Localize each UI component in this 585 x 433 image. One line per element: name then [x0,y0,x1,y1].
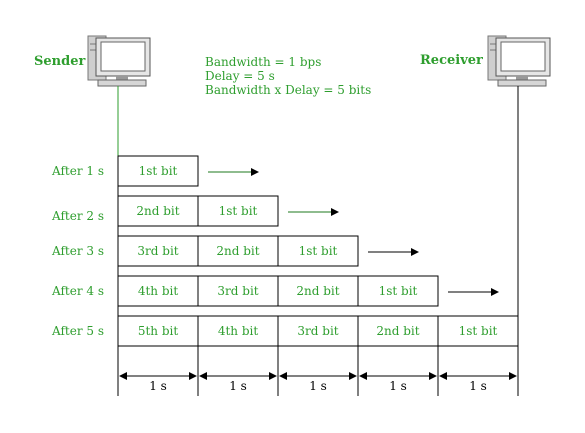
bit-label: 3rd bit [217,284,258,298]
row-3: 3rd bit 2nd bit 1st bit [117,235,419,267]
bit-label: 4th bit [218,324,259,338]
bit-cell [277,235,359,267]
bit-label: 2nd bit [216,244,259,258]
bit-cell [197,195,279,227]
receiver-label: Receiver [420,53,483,68]
bit-label: 5th bit [138,324,179,338]
bit-label: 1st bit [379,284,418,298]
bit-label: 4th bit [138,284,179,298]
bit-label: 2nd bit [136,204,179,218]
bit-cell [197,235,279,267]
bit-label: 2nd bit [376,324,419,338]
row-label-5: After 5 s [51,324,104,338]
bit-cell [357,275,439,307]
row-5: 5th bit 4th bit 3rd bit 2nd bit 1st bit [117,315,519,347]
interval-label: 1 s [469,379,487,393]
bit-cell [277,315,359,347]
receiver-computer-icon [487,35,551,87]
bit-cell [357,315,439,347]
interval-label: 1 s [389,379,407,393]
bandwidth-text: Bandwidth = 1 bps [205,55,321,69]
bit-label: 3rd bit [137,244,178,258]
bit-label: 1st bit [299,244,338,258]
sender-computer-icon [87,35,151,87]
bit-cell [117,235,199,267]
bit-cell [277,275,359,307]
bit-cell [437,315,519,347]
interval-dividers [197,346,439,396]
bit-label: 2nd bit [296,284,339,298]
row-label-2: After 2 s [51,209,104,223]
row-label-4: After 4 s [51,284,104,298]
interval-label: 1 s [149,379,167,393]
bit-cell [117,155,199,187]
row-2: 2nd bit 1st bit [117,195,339,227]
bit-label: 1st bit [219,204,258,218]
interval-label: 1 s [229,379,247,393]
delay-text: Delay = 5 s [205,69,275,83]
bit-cell [197,275,279,307]
bit-label: 3rd bit [297,324,338,338]
row-4: 4th bit 3rd bit 2nd bit 1st bit [117,275,499,307]
sender-label: Sender [34,54,85,69]
bit-label: 1st bit [139,164,178,178]
row-label-3: After 3 s [51,244,104,258]
bdp-text: Bandwidth x Delay = 5 bits [205,83,371,97]
bit-label: 1st bit [459,324,498,338]
bit-cell [117,275,199,307]
interval-label: 1 s [309,379,327,393]
row-label-1: After 1 s [51,164,104,178]
row-1: 1st bit [117,155,259,187]
